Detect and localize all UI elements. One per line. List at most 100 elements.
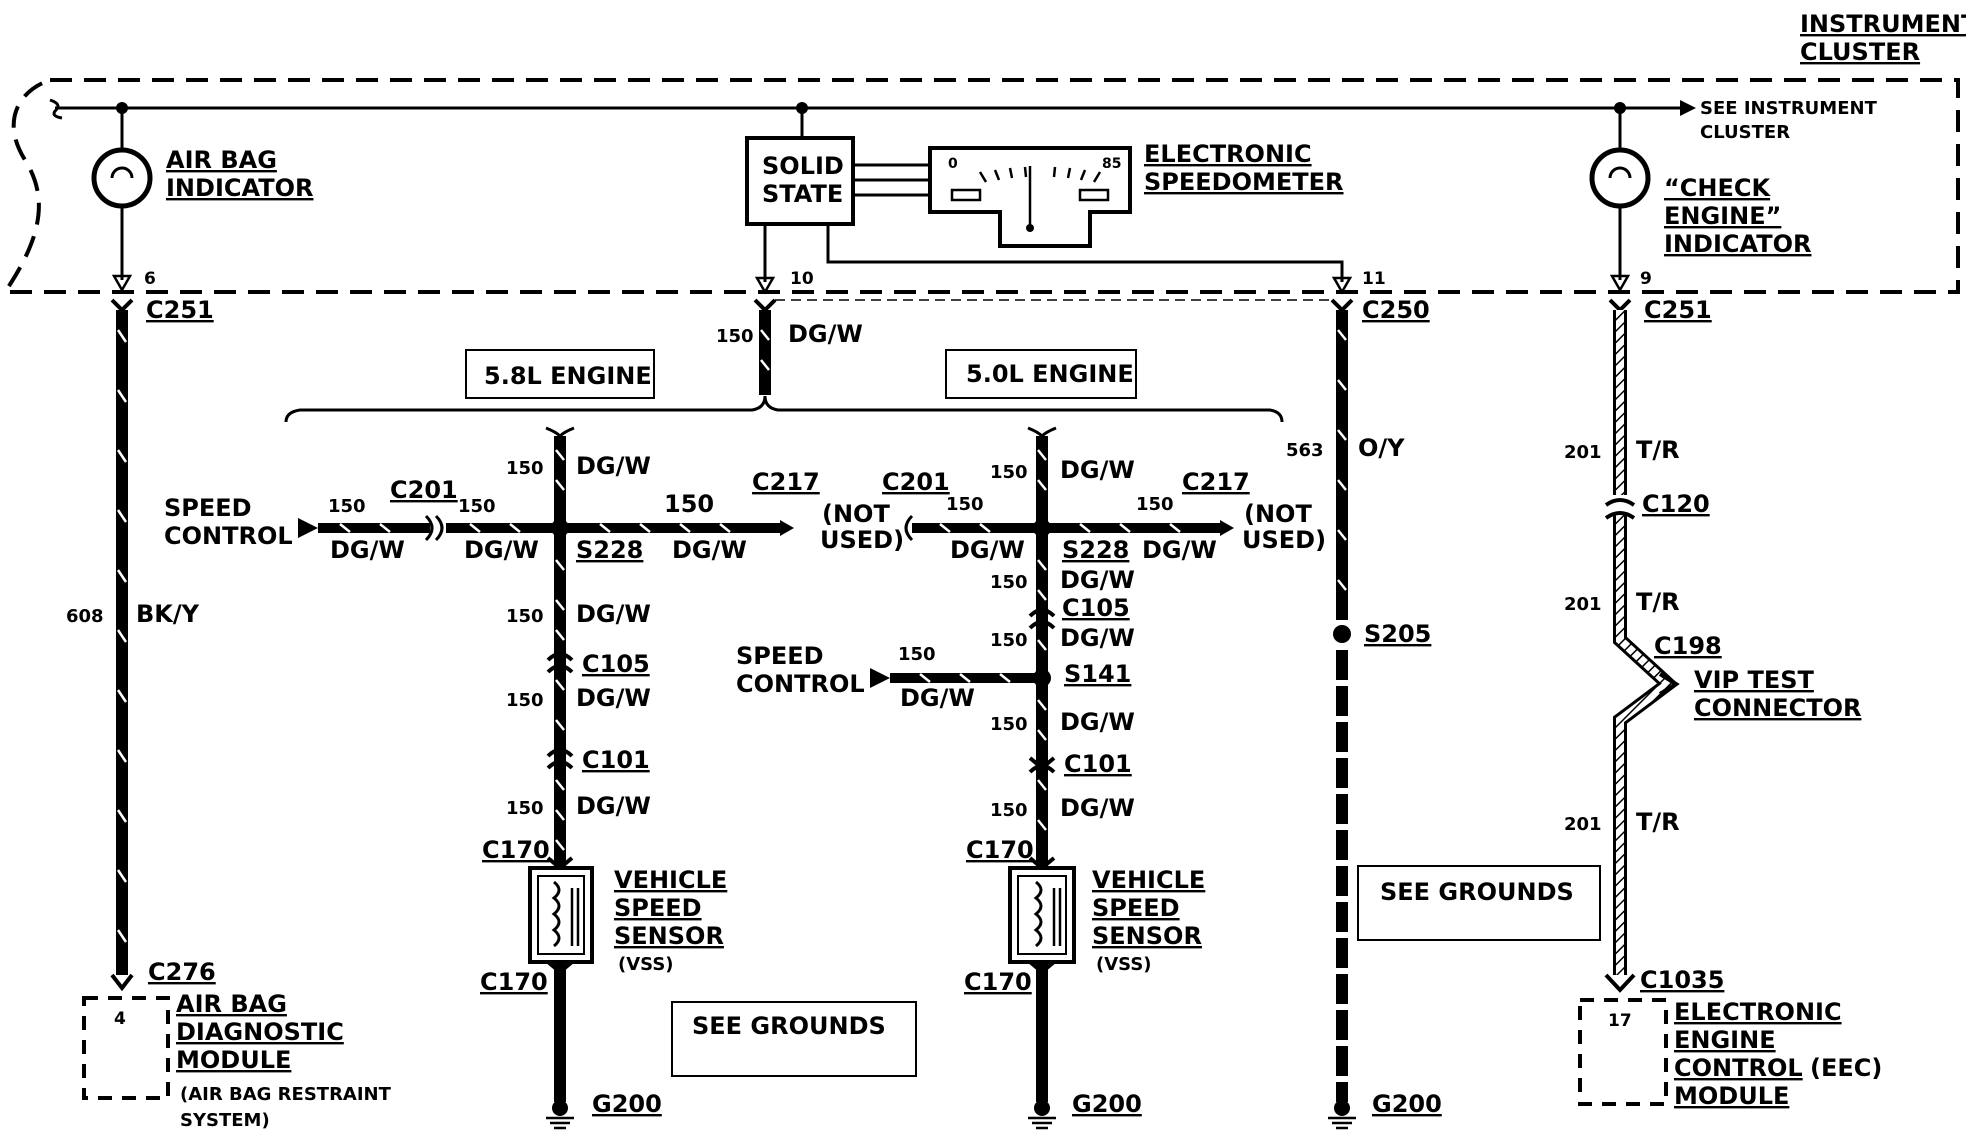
ground-g200-c: G200	[1372, 1090, 1442, 1118]
connector-c276: C276	[148, 958, 216, 986]
wire-563-color: O/Y	[1358, 434, 1405, 462]
connector-c201-a: C201	[390, 476, 458, 504]
w150-58-f: 150	[506, 690, 544, 711]
engine-bracket	[284, 395, 1284, 423]
eec-label-1: ELECTRONIC	[1674, 998, 1842, 1026]
w150-50-f: 150	[898, 644, 936, 665]
eec-label-2: ENGINE	[1674, 1026, 1776, 1054]
airbag-indicator-label-2: INDICATOR	[166, 174, 313, 202]
vss-58-label-1: VEHICLE	[614, 866, 727, 894]
w150-50-g: 150	[990, 714, 1028, 735]
dgw-58-f: DG/W	[576, 684, 651, 712]
speed-control-58-1: SPEED	[164, 494, 252, 522]
check-engine-label-2: ENGINE”	[1664, 202, 1781, 230]
dgw-58-a: DG/W	[576, 452, 651, 480]
connector-c170-a-top: C170	[482, 836, 550, 864]
wire-201-a: 201	[1564, 442, 1602, 463]
airbag-diagnostic-module-box	[82, 996, 170, 1100]
abdm-label-2: DIAGNOSTIC	[176, 1018, 344, 1046]
w150-58-e: 150	[506, 606, 544, 627]
pin-4: 4	[114, 1009, 126, 1029]
pin-10: 10	[790, 269, 814, 289]
dgw-50-b: DG/W	[950, 536, 1025, 564]
see-cluster-1: SEE INSTRUMENT	[1700, 98, 1878, 119]
speedometer-label-1: ELECTRONIC	[1144, 140, 1312, 168]
abdm-label-1: AIR BAG	[176, 990, 287, 1018]
vip-label-2: CONNECTOR	[1694, 694, 1861, 722]
connector-c217-a: C217	[752, 468, 820, 496]
w150-58-a: 150	[506, 458, 544, 479]
instrument-cluster-boundary	[1, 78, 1960, 294]
see-grounds-58: SEE GROUNDS	[692, 1012, 886, 1040]
dgw-50-a: DG/W	[1060, 456, 1135, 484]
w150-50-a: 150	[990, 462, 1028, 483]
speed-control-50-2: CONTROL	[736, 670, 865, 698]
dgw-50-c: DG/W	[1142, 536, 1217, 564]
see-grounds-58-box	[671, 1001, 917, 1077]
w150-50-e: 150	[990, 630, 1028, 651]
w150-50-d: 150	[990, 572, 1028, 593]
splice-s141-dot	[1033, 669, 1051, 687]
pin-9: 9	[1640, 269, 1652, 289]
not-used-left-1: (NOT	[822, 500, 890, 528]
speedo-scale-max: 85	[1102, 156, 1121, 172]
w150-58-c: 150	[458, 496, 496, 517]
w150-50-h: 150	[990, 800, 1028, 821]
tr-a: T/R	[1636, 436, 1680, 464]
check-engine-label-1: “CHECK	[1664, 174, 1771, 202]
dgw-50-g: DG/W	[1060, 708, 1135, 736]
ground-g200-a: G200	[592, 1090, 662, 1118]
check-engine-label-3: INDICATOR	[1664, 230, 1811, 258]
splice-s228-a-dot	[551, 519, 569, 537]
connector-c201-b: C201	[882, 468, 950, 496]
engine-58-box	[465, 349, 655, 399]
pin-6: 6	[144, 269, 156, 289]
wire-608-color: BK/Y	[136, 600, 200, 628]
connector-c101-b: C101	[1064, 750, 1132, 778]
vss-58-label-2: SPEED	[614, 894, 702, 922]
connector-c105-b: C105	[1062, 594, 1130, 622]
dgw-50-f: DG/W	[900, 684, 975, 712]
dgw-50-h: DG/W	[1060, 794, 1135, 822]
wire-201-b: 201	[1564, 594, 1602, 615]
not-used-right-1: (NOT	[1244, 500, 1312, 528]
vip-test-connector-symbol	[1658, 672, 1680, 696]
abrs-label-2: SYSTEM)	[180, 1110, 270, 1131]
connector-c198: C198	[1654, 632, 1722, 660]
connector-c170-a-bot: C170	[480, 968, 548, 996]
dgw-58-d: DG/W	[672, 536, 747, 564]
wire-150-top: 150	[716, 326, 754, 347]
splice-s228-b-dot	[1033, 519, 1051, 537]
speedometer-label-2: SPEEDOMETER	[1144, 168, 1344, 196]
dgw-58-g: DG/W	[576, 792, 651, 820]
connector-c120: C120	[1642, 490, 1710, 518]
airbag-indicator-label-1: AIR BAG	[166, 146, 277, 174]
w150-50-c: 150	[1136, 494, 1174, 515]
tr-c: T/R	[1636, 808, 1680, 836]
airbag-indicator-lamp-icon	[91, 147, 153, 209]
see-cluster-2: CLUSTER	[1700, 122, 1790, 143]
pin-17: 17	[1608, 1011, 1632, 1031]
w150-58-b: 150	[328, 496, 366, 517]
solid-state-label-2: STATE	[762, 180, 843, 208]
vss-50-label-1: VEHICLE	[1092, 866, 1205, 894]
cluster-title-2: CLUSTER	[1800, 38, 1920, 66]
wire-dgw-top: DG/W	[788, 320, 863, 348]
tr-b: T/R	[1636, 588, 1680, 616]
splice-s205-dot	[1333, 625, 1351, 643]
solid-state-label-1: SOLID	[762, 152, 844, 180]
connector-c170-b-top: C170	[966, 836, 1034, 864]
w150-50-b: 150	[946, 494, 984, 515]
cluster-title-1: INSTRUMENT	[1800, 10, 1966, 38]
solid-state-box	[745, 136, 855, 226]
not-used-left-2: USED)	[820, 526, 904, 554]
connector-c170-b-bot: C170	[964, 968, 1032, 996]
see-grounds-563: SEE GROUNDS	[1380, 878, 1574, 906]
pin-11: 11	[1362, 269, 1386, 289]
abrs-label-1: (AIR BAG RESTRAINT	[180, 1084, 392, 1105]
ground-g200-b: G200	[1072, 1090, 1142, 1118]
speed-control-50-1: SPEED	[736, 642, 824, 670]
abdm-label-3: MODULE	[176, 1046, 291, 1074]
w150-58-d: 150	[664, 490, 714, 518]
dgw-58-b: DG/W	[330, 536, 405, 564]
